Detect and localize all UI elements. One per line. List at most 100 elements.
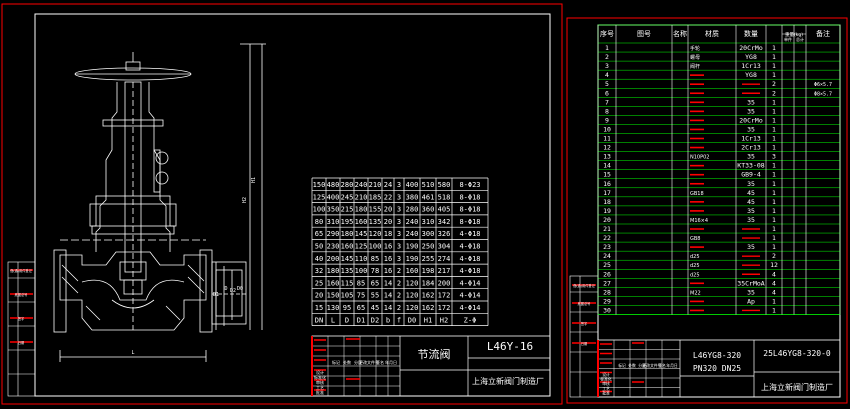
bom-header: 名称 — [673, 29, 687, 38]
dim-table-cell: 16 — [384, 243, 392, 251]
dim-table-cell: 8-Φ18 — [459, 218, 480, 226]
bom-row-material: 1Cr13 — [741, 135, 761, 143]
title-cell-label: 更改文件号 — [359, 359, 379, 365]
dim-table-cell: 160 — [406, 267, 419, 275]
dim-table-cell: 172 — [438, 292, 451, 300]
bom-row-no: 10 — [603, 125, 611, 133]
bom-row-qty: 1 — [772, 107, 776, 115]
dim-table-cell: 110 — [355, 255, 368, 263]
title-cell-label: 处数 — [628, 363, 636, 368]
bom-row-material: 35 — [747, 125, 755, 133]
title-drawing-no: 25L46YG8-320-0 — [763, 349, 831, 358]
bom-row-qty: 1 — [772, 71, 776, 79]
dim-table-cell: 290 — [327, 230, 340, 238]
bom-row-no: 18 — [603, 198, 611, 206]
bom-row-qty: 1 — [772, 207, 776, 215]
title-cell-label: 分区 — [638, 363, 646, 368]
bom-row-no: 27 — [603, 279, 611, 287]
right-title-block: 标记处数分区更改文件号签名年月日设计标准化审核工艺批准L46YG8-320PN3… — [597, 339, 841, 398]
bom-row-name: d25 — [690, 272, 700, 278]
dimension-label: L — [131, 350, 134, 356]
bom-row-qty: 1 — [772, 225, 776, 233]
bom-row-qty: 1 — [772, 216, 776, 224]
bom-row-no: 2 — [605, 53, 609, 61]
side-register-label: 借(通)用件登记 — [10, 268, 32, 273]
dim-table-cell: 350 — [327, 206, 340, 214]
bom-row-qty: 1 — [772, 53, 776, 61]
title-cell-label: 处数 — [343, 359, 351, 365]
dim-table-cell: 95 — [343, 304, 351, 312]
bom-row-name: 手轮 — [690, 45, 700, 52]
bom-row-qty: 1 — [772, 162, 776, 170]
title-cell-label: 审核 — [602, 381, 610, 386]
dimension-label: D1 — [213, 292, 219, 298]
bom-row-qty: 1 — [772, 135, 776, 143]
dim-table-cell: 20 — [315, 292, 323, 300]
bom-row-no: 11 — [603, 135, 611, 143]
bom-row-material: 1Cr13 — [741, 62, 761, 70]
dim-table-cell: 125 — [313, 193, 326, 201]
bom-row-qty: 1 — [772, 243, 776, 251]
bom-row-no: 22 — [603, 234, 611, 242]
side-register-label: 日期 — [18, 340, 24, 345]
bom-row-material: 35 — [747, 288, 755, 296]
dim-table-cell: 100 — [313, 206, 326, 214]
title-cell-label: 分区 — [354, 359, 362, 365]
bom-row-no: 14 — [603, 162, 611, 170]
bom-row-name: GB8 — [690, 236, 701, 242]
bom-row-material: 35CrMoA — [737, 279, 764, 287]
dim-table-cell: 4-Φ14 — [459, 292, 480, 300]
dim-table-cell: 210 — [369, 181, 382, 189]
dim-table-cell: 135 — [369, 218, 382, 226]
dim-table-header: L — [331, 316, 335, 324]
dim-table-cell: 250 — [422, 243, 435, 251]
dim-table-cell: 65 — [315, 230, 323, 238]
side-register-label: 签字 — [18, 316, 24, 321]
dim-table-cell: 85 — [357, 279, 365, 287]
dim-table-cell: 4-Φ14 — [459, 279, 480, 287]
dim-table-cell: 100 — [355, 267, 368, 275]
bom-row-material: 45 — [747, 198, 755, 206]
dim-table-cell: 172 — [438, 304, 451, 312]
dim-table-header: D0 — [408, 316, 416, 324]
dim-table-cell: 40 — [315, 255, 323, 263]
dim-table-cell: 14 — [384, 304, 392, 312]
bom-row-material: Ap — [747, 297, 755, 305]
dimension-label: D0 — [237, 286, 243, 292]
bom-row-material: 2Cr13 — [741, 144, 761, 152]
bom-row-material: YG8 — [745, 53, 757, 61]
bom-row-no: 3 — [605, 62, 609, 70]
bom-row-qty: 2 — [772, 80, 776, 88]
left-title-block: 标记处数分区更改文件号签名年月日设计标准化审核工艺批准节流阀L46Y-16上海立… — [311, 335, 551, 397]
bom-row-no: 23 — [603, 243, 611, 251]
dim-table-cell: 310 — [327, 218, 340, 226]
dim-table-cell: 150 — [327, 292, 340, 300]
bom-row-qty: 1 — [772, 234, 776, 242]
dim-table-cell: 200 — [327, 255, 340, 263]
title-cell-label: 设计 — [602, 372, 610, 377]
side-register-label: 日期 — [581, 341, 587, 346]
bom-row-material: 20CrMo — [739, 116, 763, 124]
dim-table-cell: 145 — [341, 255, 354, 263]
valve-section-drawing — [53, 43, 266, 362]
bom-row-material: 35 — [747, 153, 755, 161]
bom-row-qty: 1 — [772, 116, 776, 124]
side-register-label: 借(通)用件登记 — [573, 283, 595, 288]
dim-table-cell: 190 — [406, 243, 419, 251]
bom-row-name: d25 — [690, 263, 700, 269]
title-cell-label: 标记 — [332, 359, 340, 365]
dim-table-cell: 3 — [397, 206, 401, 214]
dim-table-cell: 150 — [313, 181, 326, 189]
dim-table-cell: 240 — [406, 218, 419, 226]
title-cell-label: 标记 — [618, 363, 626, 368]
dim-table-cell: 65 — [371, 279, 379, 287]
bom-row-no: 15 — [603, 171, 611, 179]
dim-table-cell: 300 — [422, 230, 435, 238]
bom-row-qty: 12 — [770, 261, 778, 269]
dim-table-cell: 326 — [438, 230, 451, 238]
dim-table-cell: 120 — [406, 279, 419, 287]
title-cell-label: 签名 — [376, 359, 384, 365]
